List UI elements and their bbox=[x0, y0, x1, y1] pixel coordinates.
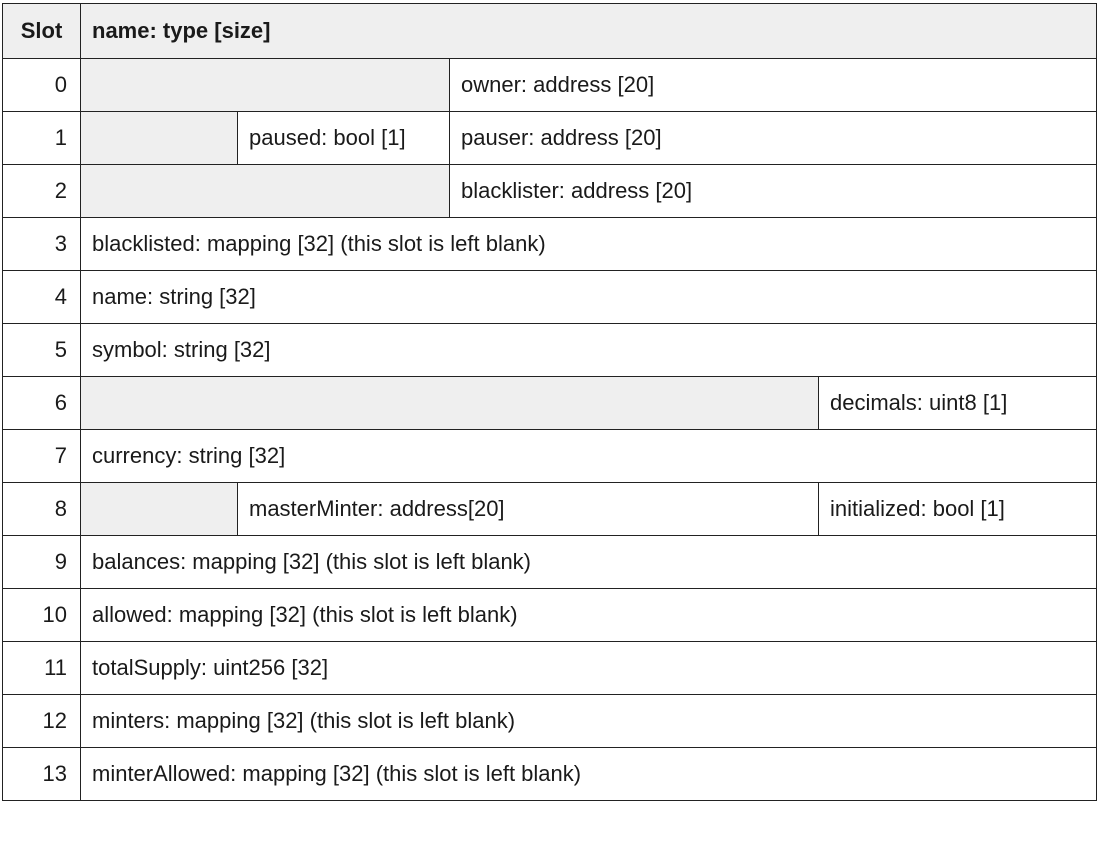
slot-number: 0 bbox=[2, 58, 81, 112]
table-row: 2 blacklister: address [20] bbox=[2, 164, 1097, 218]
field-cell: balances: mapping [32] (this slot is lef… bbox=[80, 535, 1097, 589]
table-row: 1 paused: bool [1] pauser: address [20] bbox=[2, 111, 1097, 165]
table-row: 12 minters: mapping [32] (this slot is l… bbox=[2, 694, 1097, 748]
table-row: 6 decimals: uint8 [1] bbox=[2, 376, 1097, 430]
table-row: 5 symbol: string [32] bbox=[2, 323, 1097, 377]
slot-number: 3 bbox=[2, 217, 81, 271]
slot-number: 12 bbox=[2, 694, 81, 748]
slot-number: 5 bbox=[2, 323, 81, 377]
field-cell: symbol: string [32] bbox=[80, 323, 1097, 377]
field-cell: pauser: address [20] bbox=[449, 111, 1097, 165]
field-cell: blacklister: address [20] bbox=[449, 164, 1097, 218]
slot-column-header: Slot bbox=[2, 3, 81, 59]
field-cell: decimals: uint8 [1] bbox=[818, 376, 1097, 430]
slot-number: 8 bbox=[2, 482, 81, 536]
slot-number: 2 bbox=[2, 164, 81, 218]
field-cell: currency: string [32] bbox=[80, 429, 1097, 483]
slot-number: 4 bbox=[2, 270, 81, 324]
slot-number: 1 bbox=[2, 111, 81, 165]
header-row: Slot name: type [size] bbox=[2, 3, 1097, 59]
field-cell: allowed: mapping [32] (this slot is left… bbox=[80, 588, 1097, 642]
table-row: 10 allowed: mapping [32] (this slot is l… bbox=[2, 588, 1097, 642]
table-row: 4 name: string [32] bbox=[2, 270, 1097, 324]
table-row: 3 blacklisted: mapping [32] (this slot i… bbox=[2, 217, 1097, 271]
unused-padding-cell bbox=[80, 164, 450, 218]
slot-number: 9 bbox=[2, 535, 81, 589]
table-row: 7 currency: string [32] bbox=[2, 429, 1097, 483]
field-cell: name: string [32] bbox=[80, 270, 1097, 324]
slot-number: 6 bbox=[2, 376, 81, 430]
slot-number: 10 bbox=[2, 588, 81, 642]
field-cell: blacklisted: mapping [32] (this slot is … bbox=[80, 217, 1097, 271]
table-row: 11 totalSupply: uint256 [32] bbox=[2, 641, 1097, 695]
field-cell: owner: address [20] bbox=[449, 58, 1097, 112]
field-cell: totalSupply: uint256 [32] bbox=[80, 641, 1097, 695]
field-cell: minters: mapping [32] (this slot is left… bbox=[80, 694, 1097, 748]
field-cell: initialized: bool [1] bbox=[818, 482, 1097, 536]
slot-number: 7 bbox=[2, 429, 81, 483]
field-cell: minterAllowed: mapping [32] (this slot i… bbox=[80, 747, 1097, 801]
unused-padding-cell bbox=[80, 58, 450, 112]
table-row: 13 minterAllowed: mapping [32] (this slo… bbox=[2, 747, 1097, 801]
unused-padding-cell bbox=[80, 111, 238, 165]
unused-padding-cell bbox=[80, 482, 238, 536]
storage-layout-table: Slot name: type [size] 0 owner: address … bbox=[2, 3, 1097, 801]
unused-padding-cell bbox=[80, 376, 819, 430]
slot-number: 13 bbox=[2, 747, 81, 801]
table-row: 9 balances: mapping [32] (this slot is l… bbox=[2, 535, 1097, 589]
table-row: 0 owner: address [20] bbox=[2, 58, 1097, 112]
field-cell: masterMinter: address[20] bbox=[237, 482, 819, 536]
field-column-header: name: type [size] bbox=[80, 3, 1097, 59]
table-row: 8 masterMinter: address[20] initialized:… bbox=[2, 482, 1097, 536]
field-cell: paused: bool [1] bbox=[237, 111, 450, 165]
slot-number: 11 bbox=[2, 641, 81, 695]
